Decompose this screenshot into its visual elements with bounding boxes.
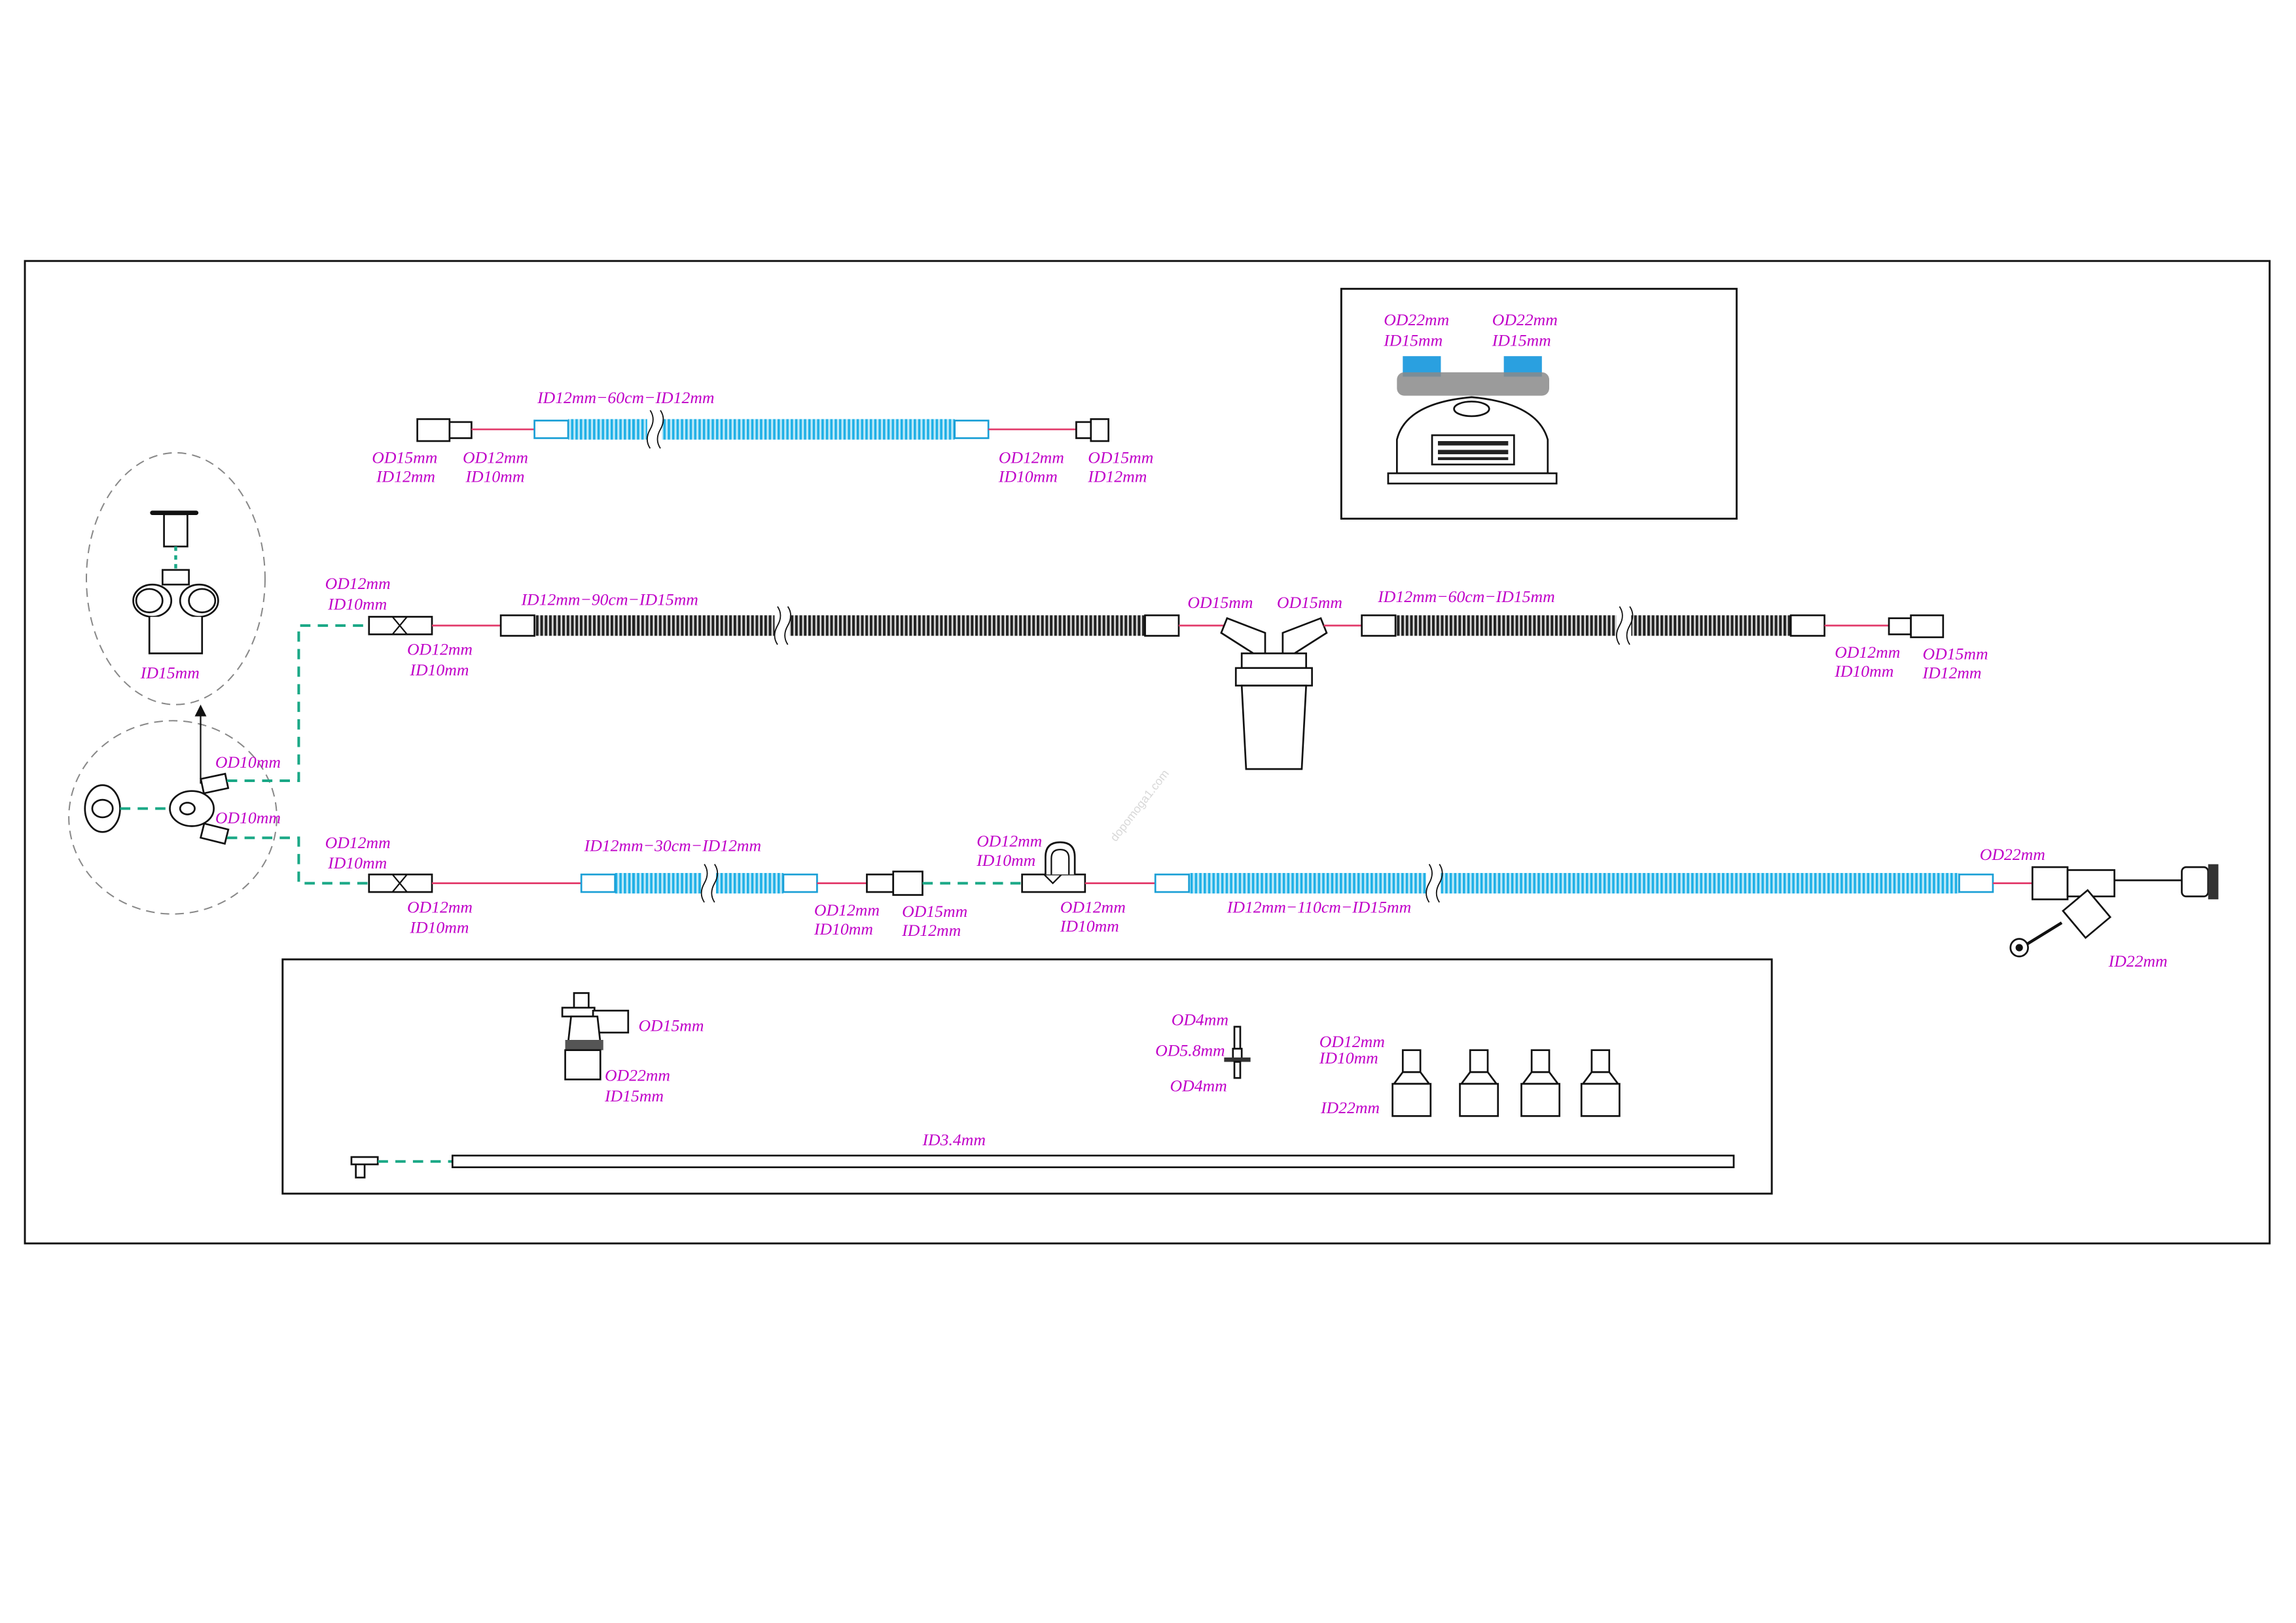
row3-assembly: OD12mm ID10mm OD12mm ID10mm ID12mm−30cm−… [325, 832, 2219, 971]
outer-frame [24, 260, 2271, 1245]
step-adapter [1520, 1049, 1561, 1117]
step-adapter [1580, 1049, 1621, 1117]
arrow-icon [194, 704, 207, 717]
id-label: ID10mm [327, 594, 387, 613]
od-label: OD12mm [463, 448, 528, 467]
od-label: OD15mm [1277, 593, 1342, 612]
exhalation-valve [1021, 841, 1086, 893]
od-label: OD15mm [638, 1016, 704, 1035]
od-label: OD12mm [977, 832, 1042, 851]
nebulizer-elbow [2009, 864, 2219, 957]
od-label: OD12mm [1319, 1032, 1385, 1051]
id-label: ID12mm [376, 467, 435, 486]
od-label: OD15mm [902, 902, 967, 921]
row1-assembly: ID12mm−60cm−ID12mm OD15mm ID12mm OD12mm … [372, 388, 1153, 486]
id-label: ID10mm [1060, 916, 1119, 935]
id-label: ID10mm [814, 919, 873, 938]
water-trap [1220, 616, 1328, 770]
id-label: ID15mm [604, 1086, 664, 1105]
watermark: dopomoga1.com [1107, 767, 1172, 844]
humidifier-tubing [1397, 372, 1550, 396]
step-adapter [1459, 1049, 1499, 1117]
nasal-interface-detail: ID15mm OD10mm OD10mm [68, 452, 369, 915]
od-label: OD15mm [372, 448, 437, 467]
od-label: OD22mm [1384, 310, 1449, 329]
od-label: OD10mm [215, 808, 281, 827]
tube-label: ID12mm−110cm−ID15mm [1227, 897, 1411, 916]
black-corrugated-tube-90cm [534, 615, 1145, 636]
id-label: ID15mm [1383, 331, 1443, 350]
od-label: OD12mm [407, 640, 473, 659]
id-label: ID10mm [465, 467, 524, 486]
od-label: OD12mm [1060, 897, 1126, 916]
id-label: ID12mm [901, 921, 961, 940]
id-label: ID12mm [1087, 467, 1147, 486]
id-label: ID10mm [1319, 1048, 1378, 1067]
od-label: OD22mm [605, 1066, 670, 1085]
id-label: ID10mm [409, 660, 469, 679]
humidifier-panel: OD22mm ID15mm OD22mm ID15mm [1340, 287, 1738, 520]
od-label: OD10mm [215, 753, 281, 772]
tube-break [647, 410, 662, 449]
accessories-panel: OD15mm OD22mm ID15mm OD4mm OD5.8mm OD4mm… [281, 958, 1773, 1195]
od-label: OD15mm [1187, 593, 1253, 612]
id-label: ID10mm [1834, 662, 1893, 681]
od-label: OD12mm [999, 448, 1064, 467]
od-label: OD22mm [1492, 310, 1558, 329]
sampling-line [350, 1154, 1735, 1179]
blue-corrugated-tube-60cm [568, 419, 955, 440]
od-label: OD12mm [407, 897, 473, 916]
id-label: ID10mm [327, 853, 387, 872]
sampling-pin [1224, 1026, 1251, 1079]
connector-od15 [416, 418, 451, 442]
od-label: OD15mm [1923, 644, 1988, 663]
id-label: ID3.4mm [922, 1130, 985, 1149]
id-label: ID15mm [140, 663, 200, 682]
tube-label: ID12mm−60cm−ID12mm [537, 388, 714, 407]
id-label: ID22mm [2108, 952, 2168, 971]
od-label: OD4mm [1170, 1076, 1227, 1095]
od-label: OD12mm [325, 833, 391, 852]
id-label: ID10mm [976, 851, 1035, 870]
id-label: ID15mm [1492, 331, 1551, 350]
adapter-set [1391, 1049, 1621, 1117]
id-label: ID10mm [409, 918, 469, 937]
cap [163, 513, 188, 548]
id-label: ID10mm [998, 467, 1058, 486]
step-adapter [1391, 1049, 1432, 1117]
od-label: OD15mm [1088, 448, 1153, 467]
tube-label: ID12mm−30cm−ID12mm [584, 836, 761, 855]
black-corrugated-tube-60cm [1395, 615, 1791, 636]
blue-corrugated-tube-30cm [615, 872, 783, 894]
id-label: ID22mm [1320, 1098, 1380, 1117]
tube-label: ID12mm−90cm−ID15mm [520, 590, 698, 609]
blue-corrugated-tube-110cm [1189, 872, 1960, 894]
tube-label: ID12mm−60cm−ID15mm [1377, 587, 1554, 606]
filter-port [561, 992, 630, 1080]
od-label: OD22mm [1980, 845, 2045, 864]
od-label: OD12mm [1835, 643, 1900, 662]
connector-od12 [448, 421, 473, 439]
od-label: OD5.8mm [1155, 1041, 1225, 1060]
od-label: OD12mm [325, 574, 391, 593]
id-label: ID12mm [1922, 663, 1982, 682]
od-label: OD12mm [814, 901, 880, 919]
row2-assembly: OD12mm ID10mm OD12mm ID10mm ID12mm−90cm−… [325, 574, 1988, 770]
od-label: OD4mm [1172, 1010, 1229, 1029]
